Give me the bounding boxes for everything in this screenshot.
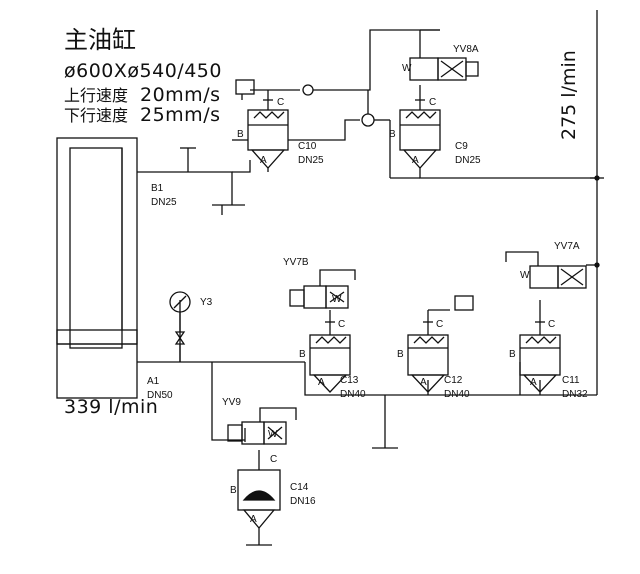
- down-speed-label: 下行速度: [64, 106, 129, 125]
- cylinder-title: 主油缸: [64, 26, 136, 54]
- port-b1: B1: [151, 183, 164, 194]
- c11-port-b: B: [509, 349, 516, 360]
- main-cylinder: [56, 137, 138, 399]
- port-a1-size: DN50: [147, 390, 173, 401]
- solenoid-yv7a: [505, 251, 597, 289]
- pipe-b1: [137, 147, 251, 215]
- c10-label: C10: [298, 141, 317, 152]
- yv9-port-w: W: [268, 429, 278, 440]
- valve-c10: [232, 79, 289, 172]
- c13-port-c: C: [338, 319, 346, 330]
- down-speed-value: 25mm/s: [140, 104, 221, 126]
- cylinder-spec: ø600Xø540/450: [64, 60, 222, 82]
- yv7a-label: YV7A: [554, 241, 580, 252]
- c10-port-c: C: [277, 97, 285, 108]
- right-trunk: [590, 10, 604, 395]
- pressure-gauge: [169, 291, 191, 362]
- c10-port-b: B: [237, 129, 244, 140]
- c13-label: C13: [340, 375, 359, 386]
- yv8a-label: YV8A: [453, 44, 479, 55]
- valve-c12: [407, 295, 474, 393]
- gauge-label: Y3: [200, 297, 213, 308]
- valve-c13: [309, 310, 351, 393]
- valve-c11: [519, 300, 561, 393]
- c12-port-a: A: [420, 377, 427, 388]
- up-speed-label: 上行速度: [64, 86, 129, 105]
- valve-c14: [237, 450, 281, 546]
- c11-size: DN32: [562, 389, 588, 400]
- flow-right: 275 l/min: [558, 50, 580, 140]
- port-a1: A1: [147, 376, 160, 387]
- c12-port-b: B: [397, 349, 404, 360]
- c11-label: C11: [562, 375, 580, 386]
- c13-port-a: A: [318, 377, 325, 388]
- yv9-label: YV9: [222, 397, 241, 408]
- c12-label: C12: [444, 375, 463, 386]
- pipe-a1: [137, 300, 305, 442]
- yv7a-port-w: W: [520, 270, 530, 281]
- c11-port-c: C: [548, 319, 556, 330]
- c14-size: DN16: [290, 496, 316, 507]
- c11-port-a: A: [530, 377, 537, 388]
- upper-pipe: [250, 29, 440, 141]
- solenoid-yv7b: [289, 269, 356, 309]
- c14-port-b: B: [230, 485, 237, 496]
- c13-port-b: B: [299, 349, 306, 360]
- flow-left: 339 l/min: [64, 396, 159, 418]
- solenoid-yv9: [227, 407, 297, 445]
- c9-port-b: B: [389, 129, 396, 140]
- c10-size: DN25: [298, 155, 324, 166]
- c9-port-c: C: [429, 97, 437, 108]
- c9-size: DN25: [455, 155, 481, 166]
- yv7b-label: YV7B: [283, 257, 309, 268]
- c14-port-a: A: [250, 514, 257, 525]
- port-b1-size: DN25: [151, 197, 177, 208]
- c14-port-c: C: [270, 454, 278, 465]
- c12-port-c: C: [436, 319, 444, 330]
- c9-port-a: A: [412, 155, 419, 166]
- up-speed-value: 20mm/s: [140, 84, 221, 106]
- solenoid-yv8a: [409, 29, 479, 81]
- valve-c9: [389, 85, 597, 179]
- c14-label: C14: [290, 482, 309, 493]
- c9-label: C9: [455, 141, 468, 152]
- c13-size: DN40: [340, 389, 366, 400]
- yv8a-port-w: W: [402, 63, 412, 74]
- yv7b-port-w: W: [332, 294, 342, 305]
- c10-port-a: A: [260, 155, 267, 166]
- c12-size: DN40: [444, 389, 470, 400]
